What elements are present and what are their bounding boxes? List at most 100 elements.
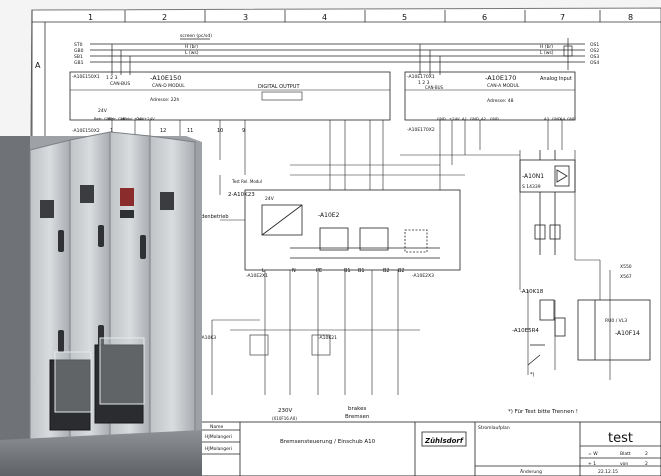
x550-label: X550 [620,264,632,270]
m170-address: Adresse: 48 [487,98,514,104]
x567-label: X567 [620,274,632,280]
m150-subtitle: CAN-D MODUL [152,83,185,89]
test-rel-label: Test Rel. Modul [231,179,262,184]
panel-meters [40,185,174,218]
m170-col-6: A3 [544,116,550,121]
m170-col-2: A1 [462,116,468,121]
m170-col-5: GND [490,116,499,121]
breakers [49,337,145,431]
tb-title: Bremsensteuerung / Einschub A10 [280,439,376,445]
tb-logo: Zühlsdorf [424,437,464,445]
a10k18-label: -A10K18 [520,289,544,295]
module-a10e170 [404,71,576,121]
a10e5r4-label: -A10E5R4 [512,328,539,334]
wiring [219,120,611,380]
m170-col-0: GND [437,116,446,121]
bus-lines [90,38,585,75]
screen-label: screen (pc/sd) [180,33,212,39]
m150-can: CAN-BUS [110,81,130,87]
a10e2-label: -A10E2 [318,212,340,219]
brakes-label: brakes [348,406,366,412]
col-7: 7 [560,13,565,22]
tb-sheet-label: Blatt [620,451,631,457]
sig-st0: ST0 [74,42,83,48]
m170-title: -A10E170 [485,74,516,82]
m150-24v: 24V [98,108,108,114]
sig-sb1: SB1 [74,54,83,60]
right-l: L (ws) [540,50,554,56]
m150-connector: -A10E150X1 [72,74,100,80]
m170-connector2: -A10E170X2 [407,127,435,133]
term-l: L [262,268,265,274]
m150-pin-4: 9 [242,128,245,134]
m170-col-7: GND [552,116,561,121]
term-pe: PE [316,268,322,274]
m170-col-1: +24V [449,116,460,121]
a10k18-block [527,299,566,366]
tb-plus-1: + 1 [588,461,596,467]
tb-of-label: von [620,462,628,467]
col-5: 5 [402,13,407,22]
a10k21-label: -A10K21 [318,335,337,341]
ndenbetrieb-label: ndenbetrieb [198,214,229,220]
l-label: L (ws) [185,50,199,56]
m170-col-8: A4 [560,116,566,121]
m150-col-0: Betr. GND [94,116,113,121]
row-A: A [35,61,41,70]
m170-subtitle: CAN-A MODUL [487,83,520,89]
tb-date: 22.12.15 [598,469,618,475]
col-6: 6 [482,13,487,22]
a10e2-box [244,189,461,271]
ru24-label: RU0 / VL3 [605,318,627,324]
a10f14-block [577,299,651,361]
m150-pin-2: 11 [187,128,193,134]
h-label: H (br) [185,44,198,50]
ref-os3: OS3 [590,54,599,60]
col-8: 8 [628,13,633,22]
m170-can: CAN-BUS [425,85,443,90]
voltage-label: 230V [278,408,292,414]
tb-of: 2 [645,461,648,467]
tb-doc: test [608,431,633,446]
tb-plus-w: = W [588,451,598,457]
m170-col-3: GND [470,116,479,121]
term-b1a: B1 [344,268,351,274]
voltage-sub: (X10F16.A0) [272,416,297,421]
bremsen-label: Bremsen [345,414,370,420]
lower-wiring [211,270,420,395]
m150-digital-output: DIGITAL OUTPUT [258,84,300,90]
sig-gb1: GB1 [74,60,84,66]
note-label: *) Für Test bitte Trennen ! [508,409,578,415]
tb-row2: HJMolangeri [205,446,232,452]
floor [0,430,202,476]
right-h: H (br) [540,44,553,50]
a10f14-label: -A10F14 [615,330,640,337]
m150-col-2: Modul +24V [121,116,145,121]
m150-col-3: Out +24V [136,116,155,121]
tb-name-header: Name [210,424,224,430]
a10n1-block [519,150,576,255]
tb-stromlaufplan: Stromlaufplan [478,425,510,431]
m170-col-4: A2 [481,116,487,121]
s14339-label: S 14339 [522,184,541,190]
tb-sheet: 2 [645,451,648,457]
m150-pin-0: 1 [110,128,113,134]
m150-pin-1: 12 [160,128,166,134]
a10k3-label: -A10K3 [200,335,216,341]
a10k23-label: 2-A10K23 [228,192,255,198]
sig-gb0: GB0 [74,48,84,54]
module-a10e150 [69,71,391,175]
m150-col-1: Betr. GND [108,116,127,121]
m170-pins: 1 2 3 [418,80,430,86]
a10n1-label: -A10N1 [522,173,544,180]
m150-connector2: -A10E150X2 [72,128,100,134]
m170-desc: Analog Input [540,76,572,82]
m150-title: -A10E150 [150,74,181,82]
m150-address: Adresse: 22h [150,97,180,103]
m150-pins: 1 2 3 [106,75,118,81]
col-4: 4 [322,13,327,22]
col-2: 2 [162,13,167,22]
term-n: N [292,268,296,274]
